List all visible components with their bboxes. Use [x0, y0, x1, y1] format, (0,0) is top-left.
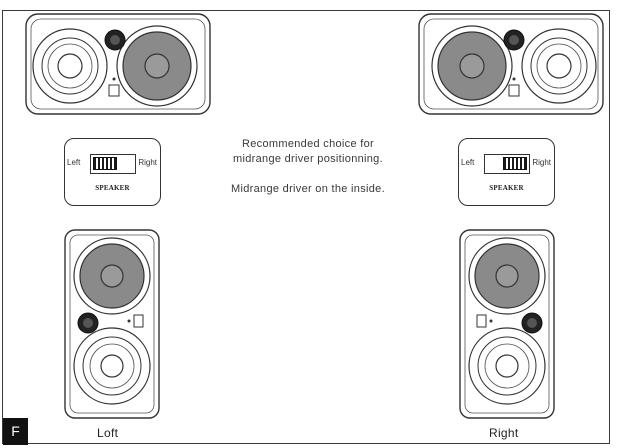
port-icon	[133, 314, 144, 328]
caption-right: Right	[489, 426, 519, 440]
speaker-vertical-right	[459, 229, 555, 419]
note-line-1: Recommended choice for	[242, 138, 374, 150]
switch-track	[484, 154, 530, 174]
recommendation-note: Recommended choice for midrange driver p…	[180, 137, 436, 197]
switch-left-label: Left	[461, 158, 475, 167]
switch-title: SPEAKER	[95, 184, 130, 192]
switch-right-label: Right	[532, 158, 551, 167]
midrange-driver	[468, 237, 546, 315]
switch-track	[90, 154, 136, 174]
note-line-3: Midrange driver on the inside.	[231, 183, 385, 195]
speaker-horizontal-left	[25, 13, 211, 115]
switch-title: SPEAKER	[489, 184, 524, 192]
note-line-2: midrange driver positionning.	[233, 153, 383, 165]
speaker-horizontal-right	[418, 13, 604, 115]
midrange-driver	[73, 237, 151, 315]
speaker-vertical-left	[64, 229, 160, 419]
switch-left-label: Left	[67, 158, 81, 167]
switch-right-label: Right	[138, 158, 157, 167]
midrange-driver	[116, 25, 198, 107]
port-icon	[508, 84, 520, 97]
figure-label: F	[3, 418, 28, 445]
speaker-switch-left: Left Right SPEAKER	[64, 138, 161, 206]
midrange-driver	[431, 25, 513, 107]
port-icon	[476, 314, 487, 328]
switch-knob	[93, 157, 117, 170]
tweeter-driver	[468, 327, 546, 405]
caption-left: Loft	[97, 426, 119, 440]
tweeter-driver	[32, 28, 108, 104]
tweeter-driver	[521, 28, 597, 104]
speaker-switch-right: Left Right SPEAKER	[458, 138, 555, 206]
port-icon	[108, 84, 120, 97]
tweeter-driver	[73, 327, 151, 405]
switch-knob	[503, 157, 527, 170]
